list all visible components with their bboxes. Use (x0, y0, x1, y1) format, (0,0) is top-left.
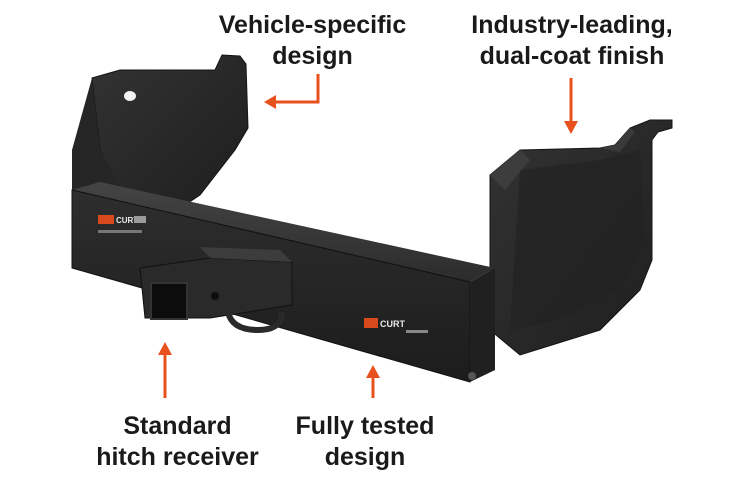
brand-label-left: CURT (98, 215, 146, 233)
callout-line: Vehicle-specific (218, 11, 407, 39)
callout-finish: Industry-leading, dual-coat finish (452, 10, 692, 72)
callout-vehicle-specific: Vehicle-specific design (205, 10, 420, 72)
callout-receiver: Standard hitch receiver (90, 411, 265, 473)
safety-chain-loop (225, 311, 285, 334)
callout-line: Standard (123, 412, 232, 440)
svg-text:CURT: CURT (380, 319, 405, 329)
callout-line: Industry-leading, (471, 11, 673, 39)
receiver-opening (150, 282, 188, 320)
callout-line: Fully tested (295, 412, 435, 440)
arrow-vehicle-specific (264, 74, 320, 109)
svg-text:CURT: CURT (116, 216, 138, 225)
arrow-finish (564, 78, 578, 134)
callout-line: design (272, 42, 353, 70)
callout-line: dual-coat finish (479, 42, 665, 70)
right-mounting-bracket (489, 119, 673, 356)
callout-line: hitch receiver (96, 443, 259, 471)
callout-line: design (324, 443, 406, 471)
arrow-tested (366, 365, 380, 398)
arrow-receiver (158, 342, 172, 398)
bracket-bolt-hole (124, 91, 136, 101)
tube-end-bolt (468, 372, 476, 380)
brand-label-right: CURT (364, 318, 428, 333)
hitch-pin-hole (211, 292, 219, 300)
hitch-receiver (139, 247, 293, 334)
callout-tested: Fully tested design (285, 411, 445, 473)
